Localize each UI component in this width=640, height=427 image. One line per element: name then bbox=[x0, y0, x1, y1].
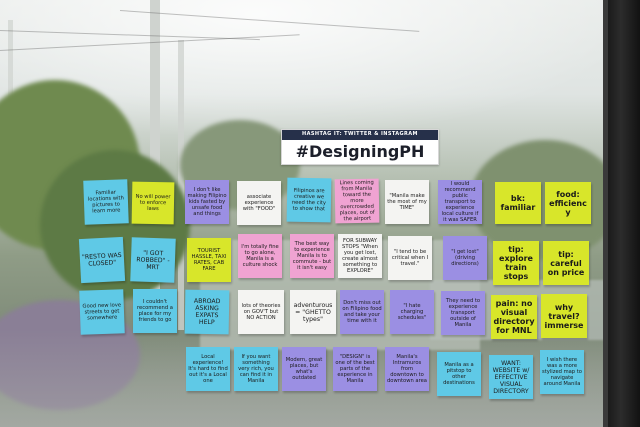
sticky-note-text: Manila as a pitstop to other destination… bbox=[443, 362, 475, 386]
sticky-note-text: tip: explore train stops bbox=[499, 245, 533, 281]
sign-header-bar bbox=[282, 130, 438, 140]
sticky-note: "I hate charging schedules" bbox=[390, 290, 434, 334]
sticky-note: WANT: WEBSITE w/ EFFECTIVE VISUAL DIRECT… bbox=[489, 355, 533, 399]
sticky-note-text: ABROAD ASKING EXPATS HELP bbox=[193, 297, 221, 327]
sticky-note-text: "RESTO WAS CLOSED" bbox=[81, 251, 122, 268]
sticky-note-text: I don't like making Filipino kids fasted… bbox=[187, 187, 227, 217]
sticky-note-text: TOURIST HASSLE, TAXI RATES, CAB FARE bbox=[191, 248, 227, 272]
sticky-note-text: "I tend to be critical when I travel." bbox=[391, 249, 429, 267]
sticky-note: lots of theories on GOV'T but NO ACTION bbox=[238, 290, 284, 334]
sticky-note-text: food: efficiency bbox=[549, 189, 587, 217]
sticky-note-text: Good new love streets to get somewhere bbox=[82, 302, 122, 322]
sticky-note-text: I couldn't recommend a place for my frie… bbox=[137, 299, 173, 323]
sticky-note: Don't miss out on Filipino food and take… bbox=[340, 290, 384, 334]
sticky-note-text: bk: familiar bbox=[500, 194, 536, 212]
sticky-note: Local experience! It's hard to find out … bbox=[186, 347, 230, 391]
sticky-note-text: "Manila make the most of my TIME" bbox=[387, 193, 427, 211]
sticky-note-text: Modern, great places, but what's outdate… bbox=[285, 357, 323, 381]
sticky-note: Filipinos are creative we need the city … bbox=[286, 177, 332, 223]
sticky-note-text: adventurous = "GHETTO types" bbox=[293, 301, 333, 323]
sticky-note-text: They need to experience transport outsid… bbox=[445, 298, 481, 328]
sticky-note-text: Lines coming from Manila toward the more… bbox=[339, 179, 375, 223]
sticky-note: "I GOT ROBBED" - MRT bbox=[130, 237, 176, 283]
sticky-note-text: lots of theories on GOV'T but NO ACTION bbox=[241, 303, 281, 321]
sticky-note: pain: no visual directory for MNL bbox=[491, 295, 537, 339]
utility-pole bbox=[178, 40, 184, 330]
sticky-note-text: Filipinos are creative we need the city … bbox=[291, 187, 327, 213]
sign-subtitle: HASHTAG IT: TWITTER & INSTAGRAM bbox=[302, 131, 418, 137]
sticky-note: Lines coming from Manila toward the more… bbox=[334, 178, 380, 224]
sticky-note: The best way to experience Manila is to … bbox=[290, 234, 334, 278]
sticky-note-text: "I hate charging schedules" bbox=[397, 303, 427, 321]
sticky-note-text: The best way to experience Manila is to … bbox=[292, 241, 332, 271]
sticky-note-text: why travel? immerse bbox=[544, 302, 584, 330]
sticky-note-text: "I GOT ROBBED" - MRT bbox=[136, 249, 170, 271]
sticky-note: food: efficiency bbox=[545, 182, 591, 224]
sticky-note: why travel? immerse bbox=[541, 294, 587, 338]
sticky-note: I wish there was a more stylized map to … bbox=[540, 350, 584, 394]
hashtag-sign: HASHTAG IT: TWITTER & INSTAGRAM #Designi… bbox=[281, 129, 439, 165]
sticky-note-text: "I get lost" (driving directions) bbox=[451, 249, 479, 267]
sticky-note: "I get lost" (driving directions) bbox=[443, 236, 487, 280]
sticky-note: bk: familiar bbox=[495, 182, 541, 224]
sticky-note: Modern, great places, but what's outdate… bbox=[282, 347, 326, 391]
sticky-note-text: WANT: WEBSITE w/ EFFECTIVE VISUAL DIRECT… bbox=[492, 359, 530, 395]
sticky-note: associate experience with "FOOD" bbox=[237, 181, 281, 225]
sticky-note-text: I wish there was a more stylized map to … bbox=[542, 357, 582, 387]
sticky-note: If you want something very rich, you can… bbox=[234, 347, 278, 391]
utility-pole bbox=[8, 20, 13, 140]
sticky-note: tip: explore train stops bbox=[493, 241, 539, 285]
window-frame bbox=[608, 0, 640, 427]
sticky-note-text: Local experience! It's hard to find out … bbox=[188, 354, 228, 384]
sticky-note: They need to experience transport outsid… bbox=[441, 291, 485, 335]
sign-hashtag: #DesigningPH bbox=[295, 142, 425, 161]
sticky-note: I couldn't recommend a place for my frie… bbox=[133, 289, 177, 333]
sticky-note: No will power to enforce laws bbox=[131, 181, 175, 225]
sticky-note-text: Manila's Intramuros from downtown to dow… bbox=[387, 354, 427, 384]
sticky-note-text: If you want something very rich, you can… bbox=[238, 354, 274, 384]
sticky-note-text: I'm totally fine to go alone, Manila is … bbox=[241, 244, 279, 268]
sticky-note: "RESTO WAS CLOSED" bbox=[78, 236, 126, 284]
sticky-note-text: FOR SUBWAY STOPS "When you get lost, cre… bbox=[342, 238, 378, 274]
sticky-note: "DESIGN" is one of the best parts of the… bbox=[333, 347, 377, 391]
sticky-note: tip: careful on price bbox=[543, 241, 589, 285]
sticky-note-text: No will power to enforce laws bbox=[135, 193, 171, 213]
sticky-note: "Manila make the most of my TIME" bbox=[385, 180, 429, 224]
sticky-note: Manila's Intramuros from downtown to dow… bbox=[385, 347, 429, 391]
sticky-note: adventurous = "GHETTO types" bbox=[290, 290, 336, 334]
sticky-note: Manila as a pitstop to other destination… bbox=[437, 352, 481, 396]
sticky-note: FOR SUBWAY STOPS "When you get lost, cre… bbox=[338, 234, 382, 278]
sticky-note-text: Don't miss out on Filipino food and take… bbox=[342, 300, 382, 324]
sticky-note: I'm totally fine to go alone, Manila is … bbox=[238, 234, 282, 278]
sticky-note-text: Familiar locations with pictures to lear… bbox=[87, 189, 124, 215]
sticky-note-text: "DESIGN" is one of the best parts of the… bbox=[335, 354, 375, 384]
sticky-note: "I tend to be critical when I travel." bbox=[388, 236, 432, 280]
window-mullion bbox=[603, 0, 608, 427]
sticky-note-text: associate experience with "FOOD" bbox=[242, 194, 276, 212]
sticky-note: Good new love streets to get somewhere bbox=[79, 289, 125, 335]
sticky-note-text: I would recommend public transport to ex… bbox=[441, 181, 479, 223]
sticky-note-text: pain: no visual directory for MNL bbox=[493, 299, 535, 335]
sticky-note: I would recommend public transport to ex… bbox=[438, 180, 482, 224]
sticky-note: ABROAD ASKING EXPATS HELP bbox=[184, 289, 230, 335]
sticky-note: I don't like making Filipino kids fasted… bbox=[185, 180, 229, 224]
sticky-note: TOURIST HASSLE, TAXI RATES, CAB FARE bbox=[187, 238, 231, 282]
sticky-note-text: tip: careful on price bbox=[547, 249, 585, 277]
sticky-note: Familiar locations with pictures to lear… bbox=[83, 179, 129, 225]
